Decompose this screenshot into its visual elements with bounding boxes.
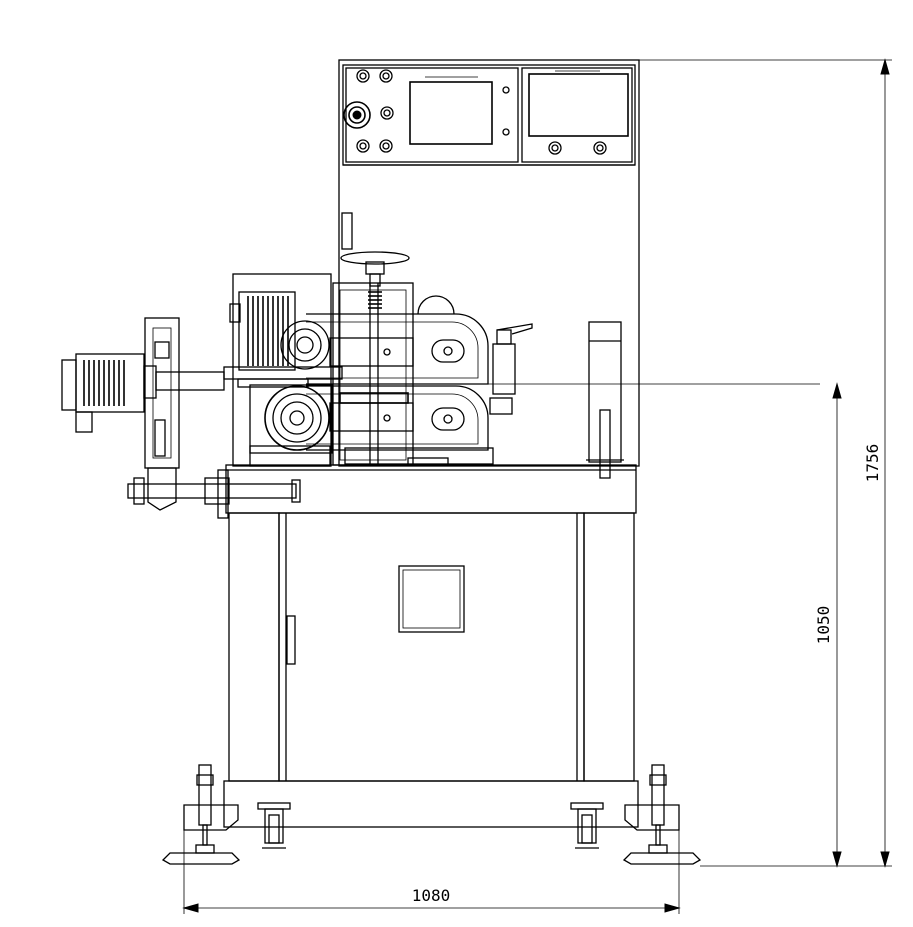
belt-conveyor [306, 313, 489, 451]
dimension-width-label: 1080 [412, 886, 451, 905]
caster-wheels [257, 802, 604, 849]
panel-buttons [356, 69, 607, 155]
handwheel [340, 251, 410, 287]
dimension-lines [182, 58, 892, 914]
table-base [223, 464, 639, 828]
control-cabinet [338, 59, 640, 467]
spray-nozzle [480, 323, 820, 415]
cabinet-door [278, 512, 585, 782]
dimension-table-height-label: 1050 [814, 606, 833, 645]
right-lever-handle [586, 321, 624, 479]
dimension-overall-height-label: 1756 [863, 444, 882, 483]
cabinet-side-handle [341, 212, 353, 250]
emergency-stop-button [343, 101, 371, 129]
right-display-screen [528, 73, 629, 137]
forming-mechanism [223, 251, 494, 467]
leveling-feet [161, 764, 702, 865]
side-motor-assembly [61, 317, 301, 519]
control-panel [342, 64, 636, 166]
left-display-screen [409, 81, 493, 145]
